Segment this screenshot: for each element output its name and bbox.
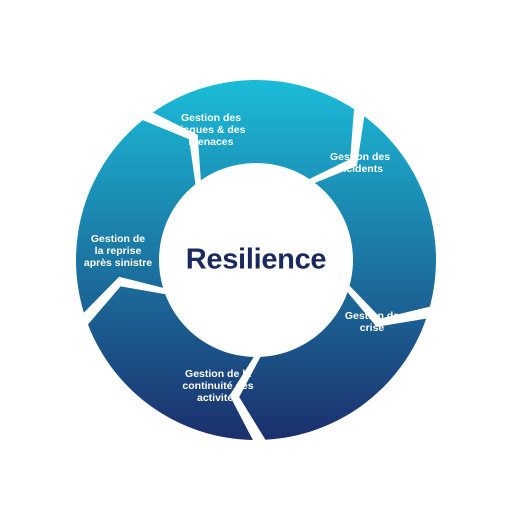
segment-label-crise: Gestion de crise — [344, 310, 400, 334]
segment-label-continuite: Gestion de la continuité des activités — [182, 368, 254, 404]
cycle-segment-risques — [152, 79, 355, 182]
segment-label-reprise: Gestion de la reprise après sinistre — [83, 233, 153, 269]
cycle-segment-continuite — [87, 286, 255, 440]
segments-group — [76, 79, 437, 440]
segment-label-risques: Gestion des risques & des menaces — [176, 112, 246, 148]
cycle-segment-crise — [239, 291, 427, 440]
cycle-segment-reprise — [76, 120, 196, 313]
center-title: Resilience — [185, 243, 327, 276]
cycle-segment-incidents — [313, 116, 437, 319]
center-disc — [159, 163, 353, 357]
segment-label-incidents: Gestion des incidents — [329, 151, 391, 175]
